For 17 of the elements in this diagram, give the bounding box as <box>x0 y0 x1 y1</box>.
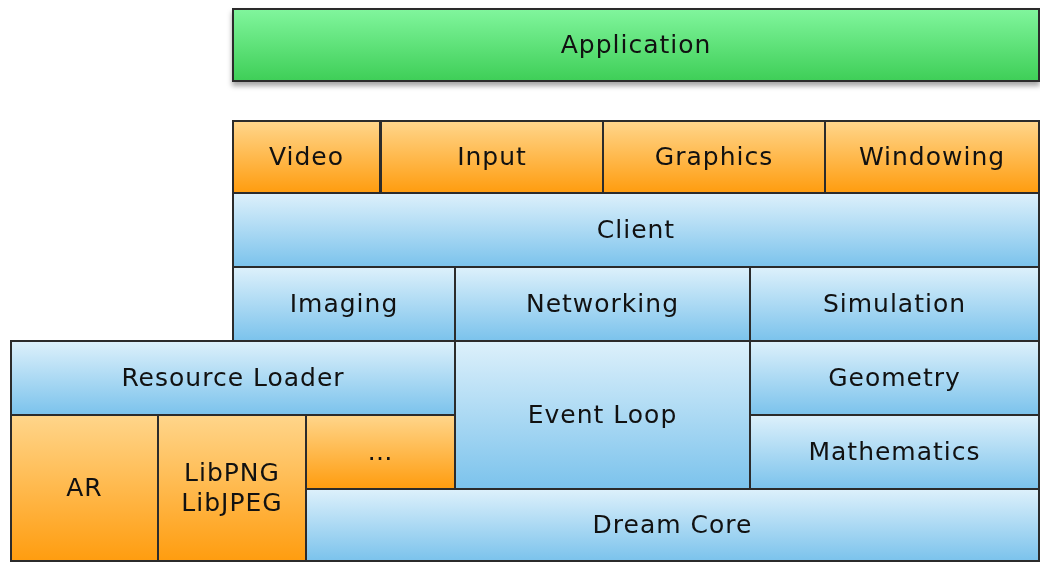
layer-block: Networking <box>454 266 751 342</box>
layer-block: Video <box>232 120 381 194</box>
layer-block: Resource Loader <box>10 340 456 416</box>
layer-block: Dream Core <box>305 488 1040 562</box>
layer-block: LibPNG LibJPEG <box>157 414 307 562</box>
layer-block: Geometry <box>749 340 1040 416</box>
layer-block: Event Loop <box>454 340 751 490</box>
layer-block: Imaging <box>232 266 456 342</box>
layer-block: Simulation <box>749 266 1040 342</box>
layer-block: … <box>305 414 456 490</box>
layer-block: AR <box>10 414 159 562</box>
layer-block: Graphics <box>602 120 826 194</box>
layer-block: Input <box>380 120 604 194</box>
layer-block: Client <box>232 192 1040 268</box>
layer-block: Windowing <box>824 120 1040 194</box>
layer-block: Application <box>232 8 1040 82</box>
layer-block: Mathematics <box>749 414 1040 490</box>
